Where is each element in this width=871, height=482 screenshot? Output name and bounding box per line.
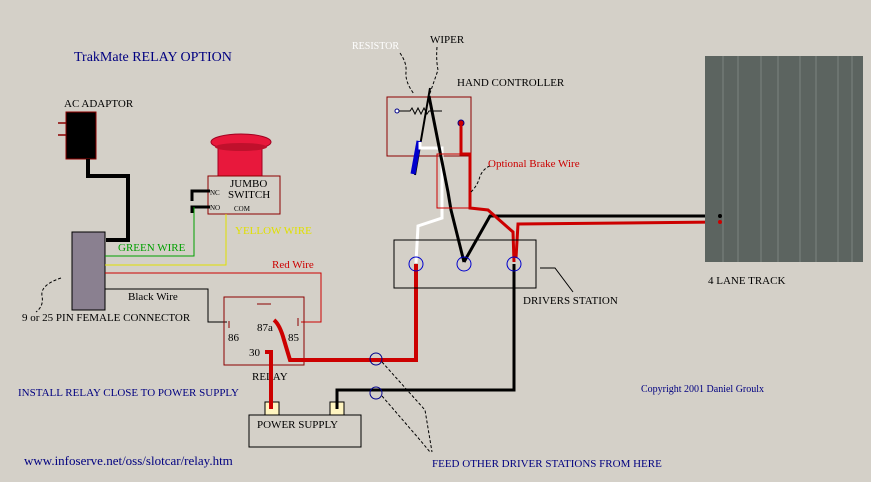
- switch-no-label: NO: [210, 204, 220, 212]
- wiper-leader: [428, 46, 439, 97]
- ac-adaptor: [58, 111, 97, 160]
- switch-label-1: JUMBO: [230, 178, 267, 190]
- switch-nc-label: NC: [210, 189, 220, 197]
- track-terminal-red: [718, 220, 722, 224]
- controller-white-wire: [414, 142, 444, 264]
- red-wire-label: Red Wire: [272, 259, 314, 271]
- track-red-wire: [514, 220, 721, 259]
- adaptor-cable: [86, 159, 130, 242]
- relay-pin-86: 86: [228, 332, 240, 344]
- station-terminal-3[interactable]: [506, 256, 522, 272]
- drivers-station-leader: [540, 267, 574, 293]
- switch-nc-terminal: [190, 189, 210, 201]
- controller-red-wire: [459, 123, 516, 263]
- power-supply-label: POWER SUPPLY: [257, 419, 338, 431]
- wiper-contact: [410, 140, 422, 175]
- switch-com-label: COM: [234, 205, 251, 213]
- connector-label: 9 or 25 PIN FEMALE CONNECTOR: [22, 312, 191, 324]
- resistor-leader: [399, 52, 415, 95]
- jumbo-switch[interactable]: [207, 133, 281, 215]
- female-connector: [71, 231, 106, 311]
- connector-black-wire: [105, 288, 227, 323]
- feed-leader-2: [381, 395, 431, 453]
- feed-junction-black: [369, 386, 383, 400]
- ac-adaptor-label: AC ADAPTOR: [64, 98, 134, 110]
- switch-body: [207, 175, 281, 215]
- power-red-wire: [265, 350, 273, 409]
- install-note: INSTALL RELAY CLOSE TO POWER SUPPLY: [18, 387, 239, 399]
- yellow-wire-label: YELLOW WIRE: [235, 225, 312, 237]
- switch-label-2: SWITCH: [228, 189, 270, 201]
- yellow-wire: [105, 214, 227, 266]
- power-black-wire: [335, 264, 516, 409]
- green-wire: [105, 207, 195, 257]
- diagram-title: TrakMate RELAY OPTION: [74, 50, 232, 65]
- controller-black-wire: [427, 95, 466, 263]
- drivers-station-box: [393, 239, 537, 289]
- drivers-station-label: DRIVERS STATION: [523, 295, 618, 307]
- green-wire-label: GREEN WIRE: [118, 242, 186, 254]
- resistor-label: RESISTOR: [352, 41, 399, 52]
- resistor-symbol: [394, 106, 442, 116]
- track-label: 4 LANE TRACK: [708, 275, 785, 287]
- black-wire-label: Black Wire: [128, 291, 178, 303]
- relay-output-red-wire: [272, 264, 418, 362]
- relay-box: [223, 296, 305, 366]
- connector-red-wire: [105, 272, 322, 323]
- relay-pin-87a: 87a: [257, 322, 273, 334]
- relay-pin-30: 30: [249, 347, 261, 359]
- connector-leader-line: [35, 277, 62, 313]
- station-terminal-1[interactable]: [408, 256, 424, 272]
- station-terminal-2[interactable]: [456, 256, 472, 272]
- source-url: www.infoserve.net/oss/slotcar/relay.htm: [24, 453, 233, 468]
- optional-brake-wire-label: Optional Brake Wire: [488, 158, 580, 170]
- feed-note: FEED OTHER DRIVER STATIONS FROM HERE: [432, 458, 662, 470]
- brake-wire-leader: [470, 165, 491, 193]
- feed-junction-red: [369, 352, 383, 366]
- track-terminal-black: [718, 214, 722, 218]
- brake-wire-box: [436, 153, 472, 209]
- relay-pin-85: 85: [288, 332, 300, 344]
- feed-leader-1: [381, 361, 433, 453]
- switch-no-terminal: [190, 205, 210, 213]
- power-supply-box: [248, 414, 362, 448]
- wiper-label: WIPER: [430, 34, 465, 46]
- hand-controller-label: HAND CONTROLLER: [457, 77, 565, 89]
- copyright: Copyright 2001 Daniel Groulx: [641, 384, 764, 395]
- controller-black-wire-2: [462, 214, 720, 263]
- four-lane-track: [705, 56, 863, 262]
